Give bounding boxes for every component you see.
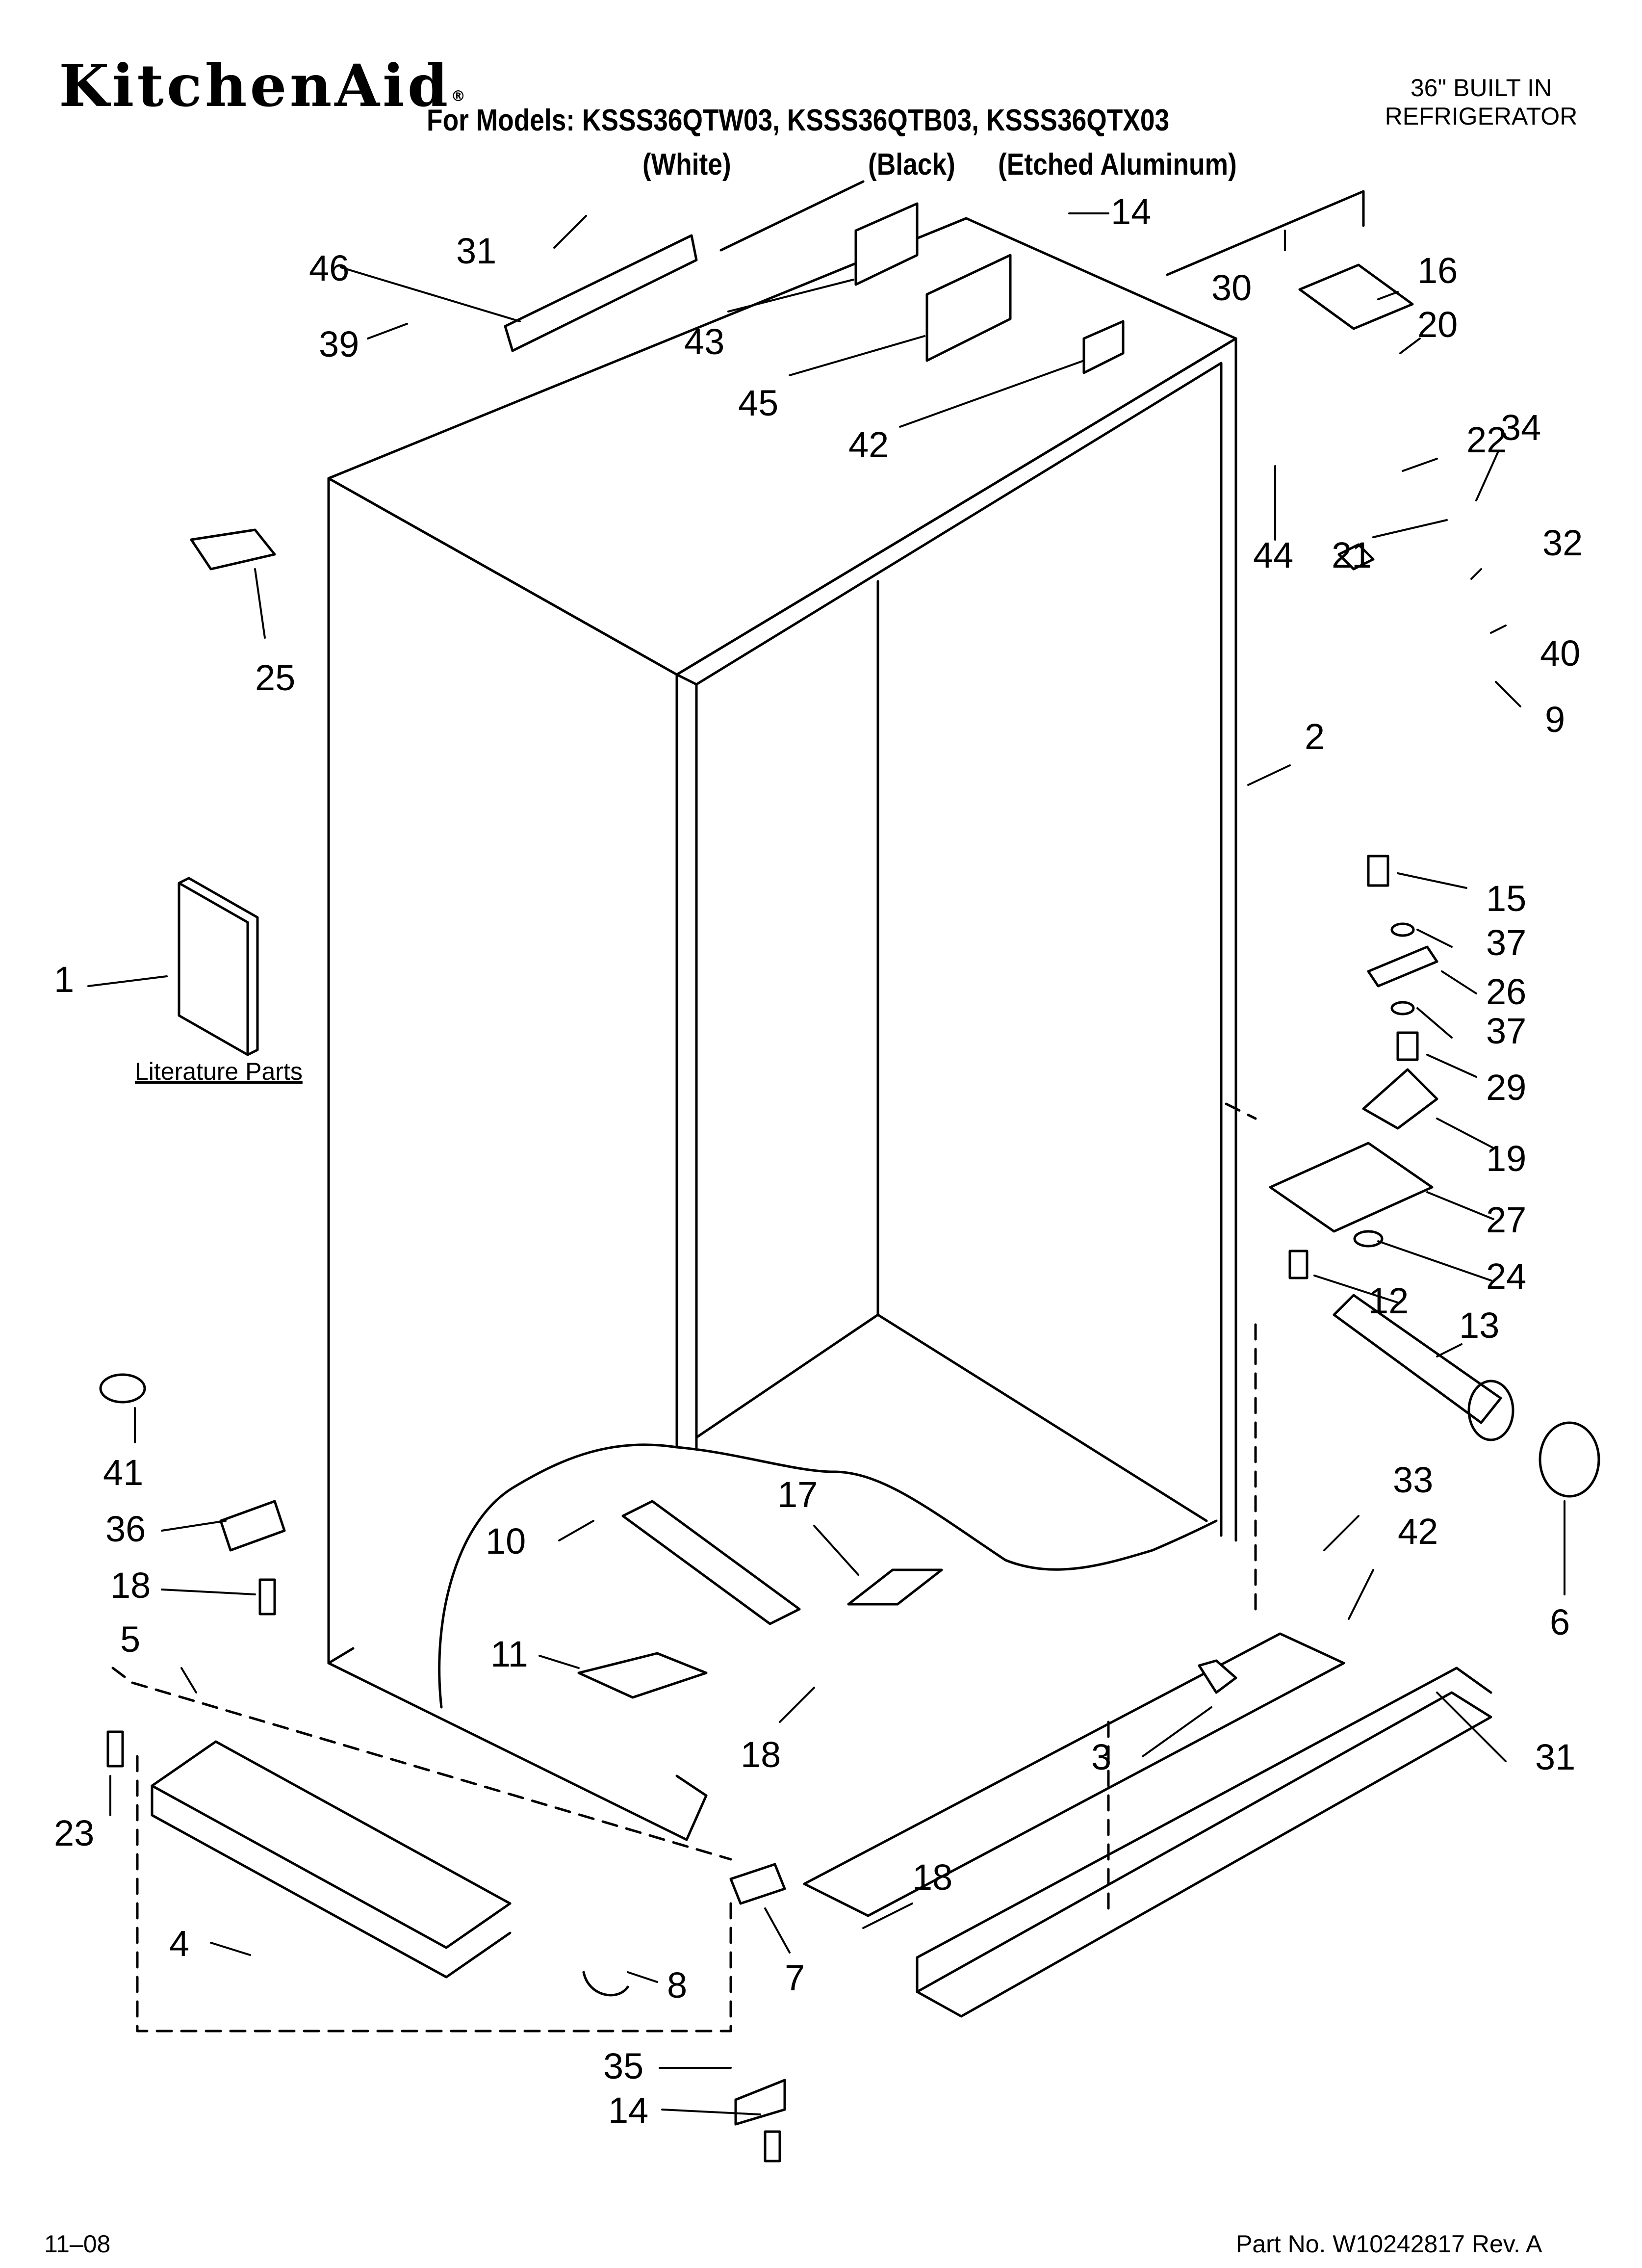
callout-33: 34 — [1501, 407, 1541, 448]
callout-13: 13 — [1459, 1305, 1500, 1346]
water-filter — [1333, 1294, 1600, 1498]
callout-21: 21 — [1332, 535, 1372, 575]
callout-1: 1 — [54, 959, 75, 1000]
cabinet-shell — [327, 217, 1237, 1841]
part-number: Part No. W10242817 Rev. A — [1236, 2230, 1542, 2258]
callout-39: 39 — [319, 324, 359, 365]
callout-11: 11 — [490, 1634, 528, 1674]
callout-26: 26 — [1486, 971, 1527, 1012]
callout-37b: 37 — [1486, 1011, 1527, 1051]
callout-32: 33 — [1393, 1460, 1434, 1500]
callout-46: 46 — [309, 248, 350, 288]
small-parts — [99, 528, 1375, 2163]
callout-42: 42 — [848, 424, 889, 465]
callout-4: 4 — [169, 1923, 190, 1964]
callout-3: 3 — [1091, 1737, 1112, 1777]
callout-5: 5 — [120, 1619, 141, 1660]
callout-22: 22 — [1466, 419, 1507, 460]
dashed-assemblies — [111, 1102, 1257, 2033]
product-type: 36" BUILT IN REFRIGERATOR — [1354, 74, 1609, 130]
callout-2: 2 — [1305, 716, 1325, 757]
callout-15: 15 — [1486, 878, 1527, 919]
callout-9: 9 — [1545, 699, 1565, 740]
cutaway-outline — [438, 1443, 1218, 1709]
callout-25: 25 — [255, 657, 296, 698]
callout-18-c: 18 — [912, 1857, 953, 1898]
callout-14-top: 14 — [1111, 191, 1152, 232]
callout-43: 43 — [684, 321, 725, 362]
models-line: For Models: KSSS36QTW03, KSSS36QTB03, KS… — [427, 104, 1170, 137]
top-brackets — [504, 180, 1414, 374]
callout-31: 32 — [1542, 522, 1583, 563]
callout-41: 42 — [1398, 1511, 1438, 1552]
brand-logo: KitchenAid® — [59, 52, 466, 120]
callout-12: 12 — [1368, 1280, 1409, 1321]
rear-roller-frame — [151, 1740, 512, 1979]
callout-16: 16 — [1417, 250, 1458, 291]
callout-34: 35 — [603, 2046, 644, 2086]
callout-36: 36 — [105, 1509, 146, 1549]
callout-18-b: 18 — [741, 1734, 781, 1775]
callout-19: 19 — [1486, 1138, 1527, 1179]
revision-date: 11–08 — [44, 2230, 111, 2258]
callout-38: 40 — [1540, 633, 1581, 674]
callout-24: 24 — [1486, 1256, 1527, 1297]
hinge-assembly — [1269, 855, 1438, 1279]
callout-10: 10 — [486, 1521, 526, 1562]
callout-30: 31 — [1535, 1737, 1576, 1777]
callout-35: 31 — [456, 231, 497, 271]
callout-29: 30 — [1211, 267, 1252, 308]
callout-18-a: 18 — [110, 1565, 151, 1606]
callout-40: 41 — [103, 1452, 144, 1493]
color-aluminum-label: (Etched Aluminum) — [998, 148, 1237, 182]
product-type-line1: 36" BUILT IN — [1410, 74, 1552, 102]
product-type-line2: REFRIGERATOR — [1385, 103, 1578, 130]
literature-parts-label: Literature Parts — [135, 1058, 303, 1085]
color-white-label: (White) — [642, 148, 731, 182]
callout-44: 44 — [1253, 535, 1294, 575]
grille-and-kickplate — [803, 1632, 1492, 2018]
callout-17: 17 — [777, 1474, 818, 1515]
literature-booklet — [178, 877, 259, 1056]
callout-6: 6 — [1550, 1602, 1570, 1642]
callout-27: 27 — [1486, 1199, 1527, 1240]
leader-lines — [87, 212, 1565, 2115]
callout-45: 45 — [738, 383, 779, 423]
callout-28: 29 — [1486, 1067, 1527, 1108]
callout-8: 8 — [667, 1965, 688, 2006]
callout-23: 23 — [54, 1813, 95, 1853]
callout-14-bottom: 14 — [608, 2090, 649, 2131]
callout-37a: 37 — [1486, 922, 1527, 963]
callout-7: 7 — [785, 1957, 805, 1998]
callout-20: 20 — [1417, 304, 1458, 345]
color-black-label: (Black) — [868, 148, 955, 182]
